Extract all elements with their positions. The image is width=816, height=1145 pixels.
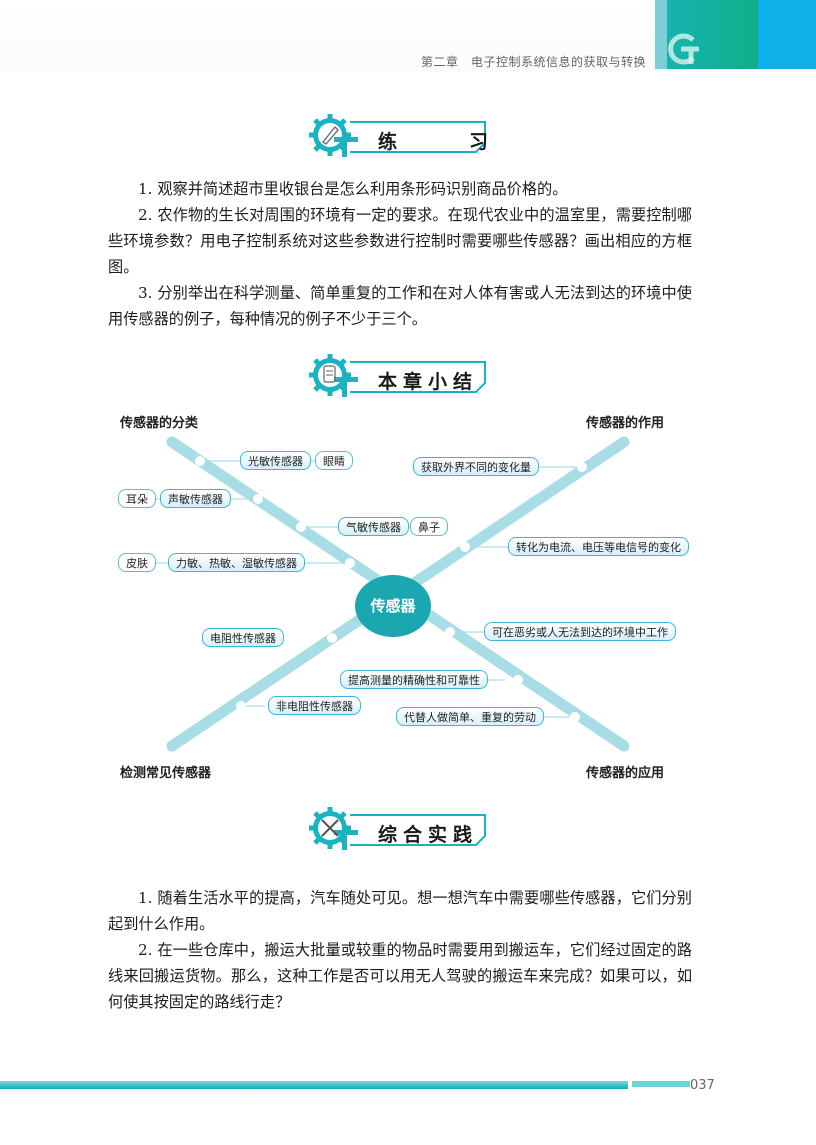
chapter-title: 第二章 电子控制系统信息的获取与转换 bbox=[420, 55, 646, 69]
banner-frame bbox=[350, 814, 486, 846]
g-logo-icon bbox=[668, 33, 699, 65]
node-photosensitive: 光敏传感器 bbox=[240, 451, 311, 470]
junction-dot bbox=[570, 712, 580, 722]
header-stripe-teal bbox=[667, 0, 758, 69]
node-resistive: 电阻性传感器 bbox=[202, 628, 284, 647]
node-acoustic: 声敏传感器 bbox=[160, 489, 231, 508]
summary-title: 本章小结 bbox=[378, 371, 479, 393]
summary-banner: 本章小结 bbox=[308, 353, 490, 399]
practice-list: 1. 随着生活水平的提高，汽车随处可见。想一想汽车中需要哪些传感器，它们分别起到… bbox=[108, 885, 692, 1015]
junction-dot bbox=[460, 542, 470, 552]
exercise-banner: 练 习 bbox=[308, 113, 490, 159]
header-stripe-blue bbox=[758, 0, 816, 69]
leaf-eyes: 眼睛 bbox=[315, 451, 353, 470]
node-precision: 提高测量的精确性和可靠性 bbox=[340, 670, 488, 689]
junction-dot bbox=[577, 462, 587, 472]
practice-title: 综合实践 bbox=[378, 824, 479, 846]
branch-label-classification: 传感器的分类 bbox=[120, 416, 199, 431]
junction-dot bbox=[345, 558, 355, 568]
node-harsh-environment: 可在恶劣或人无法到达的环境中工作 bbox=[484, 622, 676, 641]
junction-dot bbox=[296, 522, 306, 532]
exercise-title: 练 习 bbox=[378, 127, 488, 154]
footer-bar-accent bbox=[632, 1081, 690, 1087]
footer-bar bbox=[0, 1081, 628, 1089]
document-gear-icon bbox=[309, 354, 358, 397]
node-acquire-changes: 获取外界不同的变化量 bbox=[413, 457, 539, 476]
pencil-gear-icon bbox=[309, 114, 358, 157]
banner-frame bbox=[350, 361, 486, 393]
leaf-ears: 耳朵 bbox=[118, 489, 156, 508]
banner-frame bbox=[350, 121, 486, 153]
branch-label-detection: 检测常见传感器 bbox=[120, 766, 212, 781]
node-convert-signals: 转化为电流、电压等电信号的变化 bbox=[508, 537, 689, 556]
exercise-item-2: 2. 农作物的生长对周围的环境有一定的要求。在现代农业中的温室里，需要控制哪些环… bbox=[108, 206, 692, 276]
node-gas: 气敏传感器 bbox=[338, 517, 409, 536]
exercise-list: 1. 观察并简述超市里收银台是怎么利用条形码识别商品价格的。 2. 农作物的生长… bbox=[108, 176, 692, 332]
junction-dot bbox=[327, 633, 337, 643]
page-number: 037 bbox=[690, 1078, 715, 1093]
practice-item-2: 2. 在一些仓库中，搬运大批量或较重的物品时需要用到搬运车，它们经过固定的路线来… bbox=[108, 941, 692, 1011]
mindmap: 传感器的分类 传感器的作用 检测常见传感器 传感器的应用 光敏传感器 眼睛 声敏… bbox=[100, 400, 716, 790]
junction-dot bbox=[445, 627, 455, 637]
exercise-item-3: 3. 分别举出在科学测量、简单重复的工作和在对人体有害或人无法到达的环境中使用传… bbox=[108, 284, 692, 328]
leaf-skin: 皮肤 bbox=[118, 553, 156, 572]
exercise-item-1: 1. 观察并简述超市里收银台是怎么利用条形码识别商品价格的。 bbox=[138, 180, 568, 198]
node-non-resistive: 非电阻性传感器 bbox=[268, 696, 361, 715]
center-node-sensor: 传感器 bbox=[355, 575, 431, 637]
header-decoration bbox=[655, 0, 816, 69]
branch-label-function: 传感器的作用 bbox=[586, 416, 665, 431]
practice-item-1: 1. 随着生活水平的提高，汽车随处可见。想一想汽车中需要哪些传感器，它们分别起到… bbox=[108, 889, 692, 933]
exercise-title-char-1: 练 bbox=[378, 131, 398, 153]
node-repetitive-labor: 代替人做简单、重复的劳动 bbox=[396, 707, 544, 726]
practice-banner: 综合实践 bbox=[308, 806, 490, 852]
exercise-title-char-2: 习 bbox=[468, 131, 488, 153]
header-stripe-light bbox=[655, 0, 667, 69]
junction-dot bbox=[195, 456, 205, 466]
junction-dot bbox=[236, 701, 246, 711]
node-force-heat-humidity: 力敏、热敏、湿敏传感器 bbox=[168, 553, 305, 572]
branch-label-application: 传感器的应用 bbox=[586, 766, 665, 781]
junction-dot bbox=[253, 494, 263, 504]
tools-gear-icon bbox=[309, 807, 358, 850]
leaf-nose: 鼻子 bbox=[410, 517, 448, 536]
junction-dot bbox=[513, 675, 523, 685]
